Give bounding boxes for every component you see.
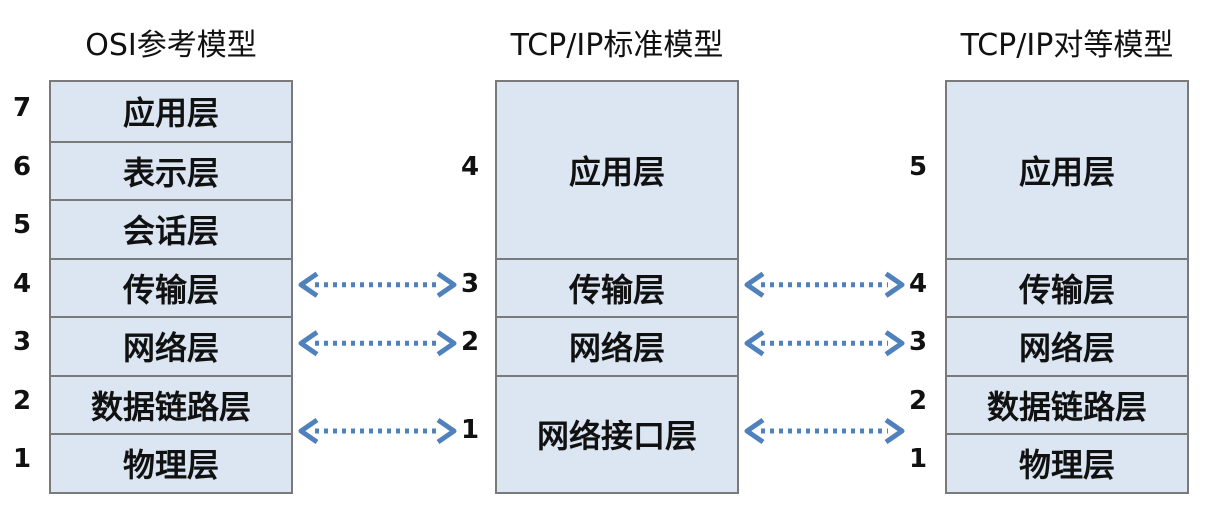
arrow-head-right-icon bbox=[436, 417, 457, 445]
layer-number: 2 bbox=[908, 385, 928, 416]
arrow-head-left-icon bbox=[744, 417, 765, 445]
layer-cell: 网络层 bbox=[947, 316, 1187, 375]
model-stack-1: 应用层传输层网络层网络接口层 bbox=[495, 80, 739, 494]
layer-number: 3 bbox=[908, 327, 928, 358]
bidirectional-arrow bbox=[298, 271, 457, 298]
arrow-head-right-icon bbox=[884, 271, 905, 298]
layer-cell: 数据链路层 bbox=[947, 374, 1187, 434]
arrow-head-left-icon bbox=[744, 271, 765, 298]
model-title-0: OSI参考模型 bbox=[85, 28, 257, 63]
layer-number: 4 bbox=[908, 268, 928, 299]
layer-number: 7 bbox=[12, 93, 32, 124]
layer-number: 5 bbox=[908, 151, 928, 182]
arrow-head-left-icon bbox=[298, 330, 319, 357]
layer-number: 3 bbox=[460, 268, 480, 299]
arrow-head-right-icon bbox=[436, 271, 457, 298]
layer-cell: 传输层 bbox=[947, 257, 1187, 317]
layer-number: 4 bbox=[12, 268, 32, 299]
layer-cell: 应用层 bbox=[1018, 152, 1115, 191]
layer-number: 2 bbox=[460, 327, 480, 358]
arrow-head-right-icon bbox=[884, 330, 905, 357]
layer-cell: 会话层 bbox=[51, 199, 291, 258]
layer-cell: 传输层 bbox=[497, 257, 737, 317]
layer-cell: 物理层 bbox=[947, 433, 1187, 492]
arrow-head-left-icon bbox=[298, 417, 319, 445]
layer-number: 1 bbox=[12, 444, 32, 475]
layer-cell: 数据链路层 bbox=[51, 374, 291, 434]
layer-cell: 网络接口层 bbox=[497, 374, 737, 492]
model-stack-0: 应用层表示层会话层传输层网络层数据链路层物理层 bbox=[49, 80, 293, 494]
bidirectional-arrow bbox=[298, 330, 457, 357]
layer-number: 2 bbox=[12, 385, 32, 416]
layer-cell: 表示层 bbox=[51, 140, 291, 200]
arrow-head-right-icon bbox=[436, 330, 457, 357]
layer-number: 5 bbox=[12, 210, 32, 241]
layer-cell: 应用层 bbox=[568, 152, 665, 191]
layer-cell: 物理层 bbox=[51, 433, 291, 492]
layer-number: 3 bbox=[12, 327, 32, 358]
layer-cell: 应用层 bbox=[122, 94, 219, 133]
layer-number: 1 bbox=[460, 415, 480, 445]
model-stack-2: 应用层传输层网络层数据链路层物理层 bbox=[945, 80, 1189, 494]
bidirectional-arrow bbox=[298, 417, 457, 445]
arrow-head-right-icon bbox=[884, 417, 905, 445]
arrow-head-left-icon bbox=[298, 271, 319, 298]
layer-number: 6 bbox=[12, 151, 32, 182]
bidirectional-arrow bbox=[744, 330, 905, 357]
layer-number: 4 bbox=[460, 151, 480, 182]
model-title-2: TCP/IP对等模型 bbox=[960, 28, 1174, 63]
layer-number: 1 bbox=[908, 444, 928, 475]
layer-cell: 网络层 bbox=[497, 316, 737, 375]
model-title-1: TCP/IP标准模型 bbox=[510, 28, 724, 63]
arrow-head-left-icon bbox=[744, 330, 765, 357]
bidirectional-arrow bbox=[744, 271, 905, 298]
layer-cell: 网络层 bbox=[51, 316, 291, 375]
bidirectional-arrow bbox=[744, 417, 905, 445]
layer-cell: 传输层 bbox=[51, 257, 291, 317]
